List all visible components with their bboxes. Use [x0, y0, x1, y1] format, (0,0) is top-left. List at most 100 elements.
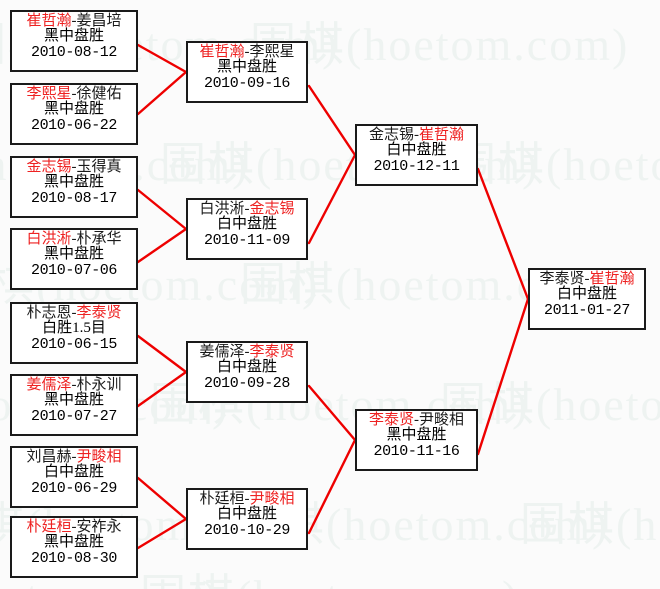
match-box-r1-2[interactable]: 李熙星-徐健佑 黑中盘胜 2010-06-22	[10, 83, 138, 145]
match-box-r1-6[interactable]: 姜儒泽-朴永训 黑中盘胜 2010-07-27	[10, 374, 138, 436]
match-result: 黑中盘胜	[43, 392, 104, 409]
match-box-r1-3[interactable]: 金志锡-玉得真 黑中盘胜 2010-08-17	[10, 156, 138, 218]
match-players: 崔哲瀚-姜昌培	[12, 13, 136, 29]
player-separator: -	[71, 449, 77, 465]
match-date: 2010-08-12	[30, 43, 117, 61]
player-right: 姜昌培	[76, 13, 122, 29]
match-result: 黑中盘胜	[43, 101, 104, 118]
match-result: 黑中盘胜	[43, 246, 104, 263]
player-left: 朴志恩	[26, 305, 72, 321]
connector-r2-m2	[307, 153, 357, 245]
match-date: 2010-10-29	[203, 521, 290, 539]
match-box-r2-2[interactable]: 白洪淅-金志锡 白中盘胜 2010-11-09	[186, 198, 308, 260]
watermark-text: 围棋(hoetom.com)	[450, 139, 660, 190]
match-date: 2010-11-16	[373, 442, 460, 460]
match-result: 白中盘胜	[216, 216, 277, 233]
match-players: 刘昌赫-尹畯相	[12, 449, 136, 465]
connector-r1-m8	[136, 517, 188, 550]
match-date: 2011-01-27	[543, 301, 630, 319]
connector-r1-m3	[136, 188, 188, 231]
match-box-r1-5[interactable]: 朴志恩-李泰贤 白胜1.5目 2010-06-15	[10, 302, 138, 364]
watermark-text: 围棋(hoetom.com)	[140, 560, 519, 589]
match-box-r2-1[interactable]: 崔哲瀚-李熙星 黑中盘胜 2010-09-16	[186, 41, 308, 103]
match-players: 崔哲瀚-李熙星	[188, 44, 306, 60]
match-result: 白中盘胜	[386, 142, 447, 159]
connector-r2-m3	[307, 384, 357, 442]
match-result: 黑中盘胜	[386, 427, 447, 444]
match-result: 黑中盘胜	[43, 28, 104, 45]
match-date: 2010-07-27	[30, 407, 117, 425]
player-separator: -	[71, 159, 77, 175]
player-left: 李泰贤	[368, 412, 414, 428]
match-players: 朴廷桓-尹畯相	[188, 491, 306, 507]
match-result: 白中盘胜	[43, 464, 104, 481]
player-right: 李泰贤	[249, 344, 295, 360]
match-box-r1-4[interactable]: 白洪淅-朴承华 黑中盘胜 2010-07-06	[10, 228, 138, 290]
player-right: 尹畯相	[76, 449, 122, 465]
player-left: 朴廷桓	[199, 491, 245, 507]
connector-r1-m1	[136, 43, 188, 74]
connector-r2-m4	[307, 438, 357, 535]
match-result: 白胜1.5目	[42, 320, 106, 337]
match-date: 2010-09-28	[203, 374, 290, 392]
player-left: 刘昌赫	[26, 449, 72, 465]
player-separator: -	[71, 519, 77, 535]
player-right: 崔哲瀚	[589, 271, 635, 287]
player-left: 金志锡	[368, 127, 414, 143]
match-box-r3-2[interactable]: 李泰贤-尹畯相 黑中盘胜 2010-11-16	[355, 409, 478, 471]
match-box-r2-3[interactable]: 姜儒泽-李泰贤 白中盘胜 2010-09-28	[186, 341, 308, 403]
match-box-r3-1[interactable]: 金志锡-崔哲瀚 白中盘胜 2010-12-11	[355, 124, 478, 186]
player-separator: -	[244, 344, 250, 360]
connector-r1-m5	[136, 334, 188, 374]
connector-r1-m2	[136, 70, 188, 116]
player-separator: -	[414, 127, 419, 143]
player-separator: -	[71, 305, 77, 321]
player-separator: -	[414, 412, 419, 428]
player-left: 金志锡	[26, 159, 72, 175]
player-left: 李熙星	[26, 86, 72, 102]
player-left: 姜儒泽	[26, 377, 72, 393]
player-right: 尹畯相	[249, 491, 295, 507]
match-players: 朴志恩-李泰贤	[12, 305, 136, 321]
player-right: 李泰贤	[76, 305, 122, 321]
watermark-text: 围棋(hoetom.com)	[520, 499, 660, 550]
match-box-r1-8[interactable]: 朴廷桓-安祚永 黑中盘胜 2010-08-30	[10, 516, 138, 578]
connector-r1-m6	[136, 370, 188, 408]
match-box-r1-1[interactable]: 崔哲瀚-姜昌培 黑中盘胜 2010-08-12	[10, 10, 138, 72]
player-left: 朴廷桓	[26, 519, 72, 535]
player-right: 朴承华	[76, 231, 122, 247]
match-players: 李泰贤-崔哲瀚	[530, 271, 644, 287]
match-players: 姜儒泽-李泰贤	[188, 344, 306, 360]
match-date: 2010-06-22	[30, 116, 117, 134]
match-players: 白洪淅-朴承华	[12, 231, 136, 247]
player-separator: -	[71, 377, 77, 393]
match-date: 2010-07-06	[30, 261, 117, 279]
match-players: 金志锡-玉得真	[12, 159, 136, 175]
match-date: 2010-06-29	[30, 479, 117, 497]
match-date: 2010-08-30	[30, 549, 117, 567]
match-players: 朴廷桓-安祚永	[12, 519, 136, 535]
player-right: 崔哲瀚	[419, 127, 465, 143]
match-result: 黑中盘胜	[216, 59, 277, 76]
player-separator: -	[244, 491, 250, 507]
player-right: 尹畯相	[419, 412, 465, 428]
player-left: 姜儒泽	[199, 344, 245, 360]
player-separator: -	[584, 271, 590, 287]
watermark-text: 围棋(hoetom.com)	[160, 139, 540, 190]
player-right: 朴永训	[76, 377, 122, 393]
connector-r3-m2	[476, 297, 530, 456]
match-result: 黑中盘胜	[43, 534, 104, 551]
match-result: 白中盘胜	[216, 359, 277, 376]
match-box-r1-7[interactable]: 刘昌赫-尹畯相 白中盘胜 2010-06-29	[10, 446, 138, 508]
player-left: 白洪淅	[26, 231, 72, 247]
match-date: 2010-06-15	[30, 335, 117, 353]
player-separator: -	[71, 13, 77, 29]
player-right: 李熙星	[249, 44, 295, 60]
connector-r2-m1	[307, 84, 357, 157]
match-box-r2-4[interactable]: 朴廷桓-尹畯相 白中盘胜 2010-10-29	[186, 488, 308, 550]
player-separator: -	[244, 44, 250, 60]
match-box-final[interactable]: 李泰贤-崔哲瀚 白中盘胜 2011-01-27	[528, 268, 646, 330]
match-date: 2010-11-09	[203, 231, 290, 249]
player-left: 崔哲瀚	[26, 13, 72, 29]
